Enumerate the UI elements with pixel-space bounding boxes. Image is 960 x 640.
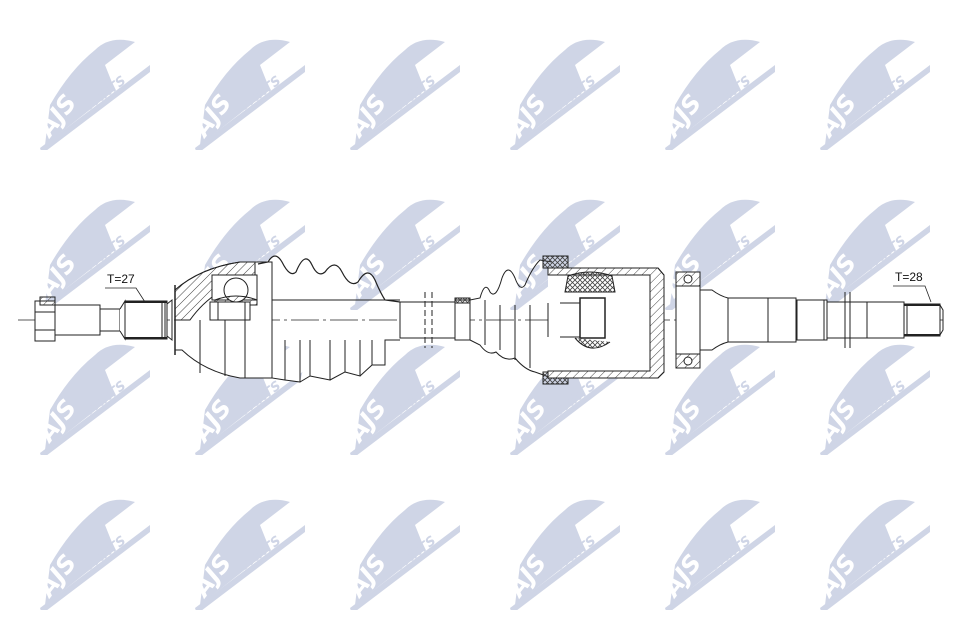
outer-boot-upper xyxy=(257,255,401,303)
boot-clamp-upper xyxy=(542,255,569,269)
right-spline-label: T=28 xyxy=(895,270,923,284)
right-stub-shaft xyxy=(727,297,797,343)
hex-nut xyxy=(34,296,56,342)
left-spline-label: T=27 xyxy=(107,272,135,286)
outer-boot-lower xyxy=(271,339,400,383)
inner-boot-upper xyxy=(469,259,553,301)
inner-boot-lower xyxy=(469,339,553,379)
intermediate-shaft xyxy=(399,301,456,339)
tripod-roller xyxy=(579,297,606,339)
bearing xyxy=(675,271,701,369)
left-spline xyxy=(124,300,168,340)
right-spline xyxy=(903,303,941,337)
